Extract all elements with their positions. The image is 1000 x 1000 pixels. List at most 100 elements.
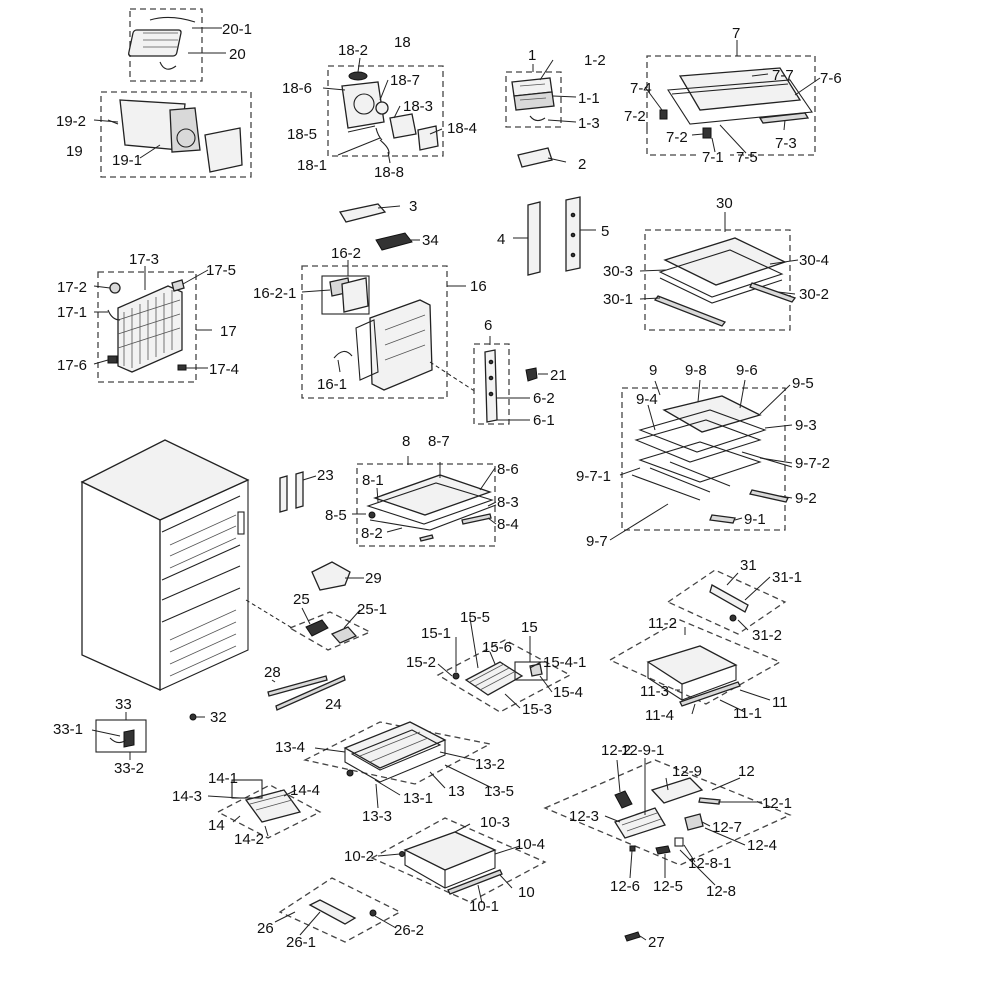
label-8-3: 8-3: [497, 494, 519, 511]
label-12-2: 12-2: [601, 742, 631, 759]
label-14-2: 14-2: [234, 831, 264, 848]
label-14-3: 14-3: [172, 788, 202, 805]
label-8-6: 8-6: [497, 461, 519, 478]
label-18-6: 18-6: [282, 80, 312, 97]
label-13-4: 13-4: [275, 739, 305, 756]
label-19-2: 19-2: [56, 113, 86, 130]
label-11-4: 11-4: [645, 707, 674, 724]
label-13-5: 13-5: [484, 783, 514, 800]
label-7-6: 7-6: [820, 70, 842, 87]
label-17-1: 17-1: [57, 304, 87, 321]
label-12-5: 12-5: [653, 878, 683, 895]
group-18-dispenser-motor: [322, 57, 444, 164]
label-9-7-1: 9-7-1: [576, 468, 611, 485]
part-labels: 20-1 20 19-2 19 19-1 18 18-2 18-6 18-7 1…: [53, 21, 842, 951]
label-8-1: 8-1: [362, 472, 384, 489]
label-10-2: 10-2: [344, 848, 374, 865]
group-17-evaporator: [93, 266, 212, 383]
group-31-cover: [666, 569, 787, 635]
group-25-module: [245, 599, 372, 651]
label-24: 24: [325, 696, 342, 713]
group-6-damper: [473, 336, 548, 425]
label-27: 27: [648, 934, 665, 951]
label-9-5: 9-5: [792, 375, 814, 392]
label-8-2: 8-2: [361, 525, 383, 542]
label-12-7: 12-7: [712, 819, 742, 836]
group-33-sensor: [91, 712, 147, 760]
label-10-4: 10-4: [515, 836, 545, 853]
label-6-2: 6-2: [533, 390, 555, 407]
label-12: 12: [738, 763, 755, 780]
group-8-shelf: [352, 456, 497, 547]
label-5: 5: [601, 223, 609, 240]
label-12-4: 12-4: [747, 837, 777, 854]
group-14-cover: [207, 779, 322, 839]
label-13-1: 13-1: [403, 790, 433, 807]
label-17-3: 17-3: [129, 251, 159, 268]
label-15-5: 15-5: [460, 609, 490, 626]
label-8: 8: [402, 433, 410, 450]
label-31-1: 31-1: [772, 569, 802, 586]
label-17-4: 17-4: [209, 361, 239, 378]
label-9-4: 9-4: [636, 391, 658, 408]
label-1-3: 1-3: [578, 115, 600, 132]
label-12-3: 12-3: [569, 808, 599, 825]
label-30-2: 30-2: [799, 286, 829, 303]
label-18-8: 18-8: [374, 164, 404, 181]
label-12-1: 12-1: [762, 795, 792, 812]
label-16-2: 16-2: [331, 245, 361, 262]
label-15-4: 15-4: [553, 684, 583, 701]
label-1-1: 1-1: [578, 90, 600, 107]
label-18-2: 18-2: [338, 42, 368, 59]
label-25: 25: [293, 591, 310, 608]
label-16-1: 16-1: [317, 376, 347, 393]
label-18-1: 18-1: [297, 157, 327, 174]
refrigerator-cabinet: [80, 439, 276, 692]
label-18-3: 18-3: [403, 98, 433, 115]
label-18-5: 18-5: [287, 126, 317, 143]
label-29: 29: [365, 570, 382, 587]
label-7-2a: 7-2: [624, 108, 646, 125]
label-21: 21: [550, 367, 567, 384]
label-9-2: 9-2: [795, 490, 817, 507]
group-10-drawer: [370, 817, 547, 904]
group-26-cover: [274, 877, 402, 943]
label-17-5: 17-5: [206, 262, 236, 279]
group-7-shelf: [644, 40, 821, 156]
label-18-7: 18-7: [390, 72, 420, 89]
label-20-1: 20-1: [222, 21, 252, 38]
label-31: 31: [740, 557, 757, 574]
group-1-control-panel: [505, 59, 577, 168]
group-9-shelf: [609, 379, 793, 541]
label-30: 30: [716, 195, 733, 212]
label-9: 9: [649, 362, 657, 379]
label-13: 13: [448, 783, 465, 800]
group-20-ice-maker: [128, 8, 226, 82]
label-8-5: 8-5: [325, 507, 347, 524]
group-12-module: [543, 758, 792, 886]
label-9-8: 9-8: [685, 362, 707, 379]
label-3: 3: [409, 198, 417, 215]
label-18: 18: [394, 34, 411, 51]
label-14: 14: [208, 817, 225, 834]
label-12-6: 12-6: [610, 878, 640, 895]
label-17: 17: [220, 323, 237, 340]
label-19-1: 19-1: [112, 152, 142, 169]
label-20: 20: [229, 46, 246, 63]
label-9-1: 9-1: [744, 511, 766, 528]
label-1-2: 1-2: [584, 52, 606, 69]
label-26-2: 26-2: [394, 922, 424, 939]
label-28: 28: [264, 664, 281, 681]
label-33-1: 33-1: [53, 721, 83, 738]
label-17-6: 17-6: [57, 357, 87, 374]
group-19-ice-bucket: [93, 91, 252, 178]
label-2: 2: [578, 156, 586, 173]
label-10-1: 10-1: [469, 898, 499, 915]
label-15-2: 15-2: [406, 654, 436, 671]
part-23-rails: [279, 471, 317, 513]
label-7-5: 7-5: [736, 149, 758, 166]
part-34-cover: [375, 232, 420, 251]
label-7-3: 7-3: [775, 135, 797, 152]
label-30-4: 30-4: [799, 252, 829, 269]
label-12-9: 12-9: [672, 763, 702, 780]
